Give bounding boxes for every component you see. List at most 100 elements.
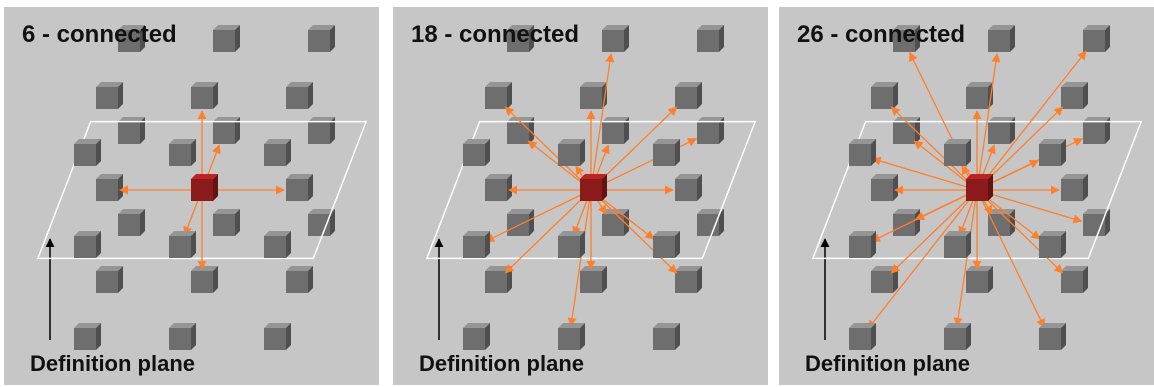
neighbor-voxel bbox=[697, 25, 724, 52]
neighbor-voxel bbox=[1039, 139, 1066, 166]
neighbor-voxel bbox=[1039, 323, 1066, 350]
neighbor-voxel bbox=[213, 209, 240, 236]
neighbor-voxel bbox=[169, 231, 196, 258]
panel-6-connected: 6 - connected Definition plane bbox=[4, 7, 379, 385]
neighbor-voxel bbox=[849, 231, 876, 258]
neighbor-voxel bbox=[944, 323, 971, 350]
neighbor-voxel bbox=[463, 231, 490, 258]
voxel-grid bbox=[871, 25, 1110, 293]
neighbor-voxel bbox=[966, 266, 993, 293]
neighbor-voxel bbox=[653, 139, 680, 166]
definition-plane bbox=[425, 120, 757, 260]
neighbor-voxel bbox=[893, 25, 920, 52]
neighbor-voxel bbox=[74, 139, 101, 166]
neighbor-arrow bbox=[504, 189, 592, 274]
neighbor-voxel bbox=[697, 117, 724, 144]
neighbor-voxel bbox=[485, 174, 512, 201]
neighbor-voxel bbox=[944, 231, 971, 258]
neighbor-voxel bbox=[602, 25, 629, 52]
neighbor-voxel bbox=[96, 266, 123, 293]
neighbor-voxel bbox=[675, 174, 702, 201]
connectivity-arrows bbox=[867, 50, 1087, 330]
neighbor-voxel bbox=[463, 323, 490, 350]
neighbor-voxel bbox=[849, 323, 876, 350]
neighbor-arrow bbox=[890, 106, 978, 191]
neighbor-voxel bbox=[1061, 266, 1088, 293]
neighbor-arrow bbox=[976, 52, 1001, 191]
voxel-grid-front bbox=[74, 139, 291, 350]
neighbor-voxel bbox=[74, 231, 101, 258]
neighbor-voxel bbox=[988, 25, 1015, 52]
neighbor-voxel bbox=[96, 174, 123, 201]
neighbor-voxel bbox=[1061, 82, 1088, 109]
definition-plane bbox=[36, 120, 368, 260]
neighbor-arrow bbox=[870, 189, 978, 242]
neighbor-voxel bbox=[1083, 117, 1110, 144]
neighbor-voxel bbox=[1083, 25, 1110, 52]
neighbor-voxel bbox=[507, 117, 534, 144]
neighbor-arrow bbox=[867, 189, 978, 330]
neighbor-voxel bbox=[507, 209, 534, 236]
voxel-scene-18 bbox=[425, 25, 757, 350]
neighbor-voxel bbox=[871, 82, 898, 109]
panel-title: 6 - connected bbox=[22, 21, 177, 48]
neighbor-voxel bbox=[558, 139, 585, 166]
voxel-grid bbox=[485, 25, 724, 293]
center-voxel bbox=[191, 174, 218, 201]
neighbor-arrow bbox=[871, 156, 978, 191]
neighbor-voxel bbox=[485, 82, 512, 109]
neighbor-voxel bbox=[871, 174, 898, 201]
neighbor-arrow bbox=[976, 189, 1083, 224]
neighbor-arrow bbox=[590, 52, 615, 191]
neighbor-voxel bbox=[264, 323, 291, 350]
neighbor-arrow bbox=[976, 189, 1064, 274]
neighbor-voxel bbox=[558, 231, 585, 258]
neighbor-voxel bbox=[308, 25, 335, 52]
voxel-scene-26 bbox=[811, 25, 1143, 350]
neighbor-voxel bbox=[944, 139, 971, 166]
panel-18-connected: 18 - connected Definition plane bbox=[393, 7, 768, 385]
neighbor-arrow bbox=[976, 50, 1087, 191]
definition-plane bbox=[811, 120, 1143, 260]
neighbor-voxel bbox=[118, 117, 145, 144]
neighbor-voxel bbox=[675, 82, 702, 109]
panel-title: 26 - connected bbox=[797, 21, 966, 48]
neighbor-arrow bbox=[976, 189, 1045, 329]
panel-26-connected: 26 - connected Definition plane bbox=[779, 7, 1154, 385]
neighbor-voxel bbox=[118, 209, 145, 236]
center-voxel bbox=[966, 174, 993, 201]
neighbor-arrow bbox=[504, 106, 592, 191]
neighbor-voxel bbox=[286, 266, 313, 293]
neighbor-arrow bbox=[890, 189, 978, 274]
neighbor-voxel bbox=[169, 139, 196, 166]
neighbor-voxel bbox=[1061, 174, 1088, 201]
neighbor-voxel bbox=[558, 323, 585, 350]
neighbor-arrow bbox=[590, 189, 678, 274]
neighbor-voxel bbox=[191, 266, 218, 293]
neighbor-voxel bbox=[264, 139, 291, 166]
neighbor-voxel bbox=[213, 25, 240, 52]
voxel-grid-front bbox=[463, 139, 680, 350]
voxel-grid bbox=[96, 25, 335, 293]
neighbor-voxel bbox=[988, 209, 1015, 236]
neighbor-voxel bbox=[849, 139, 876, 166]
neighbor-voxel bbox=[191, 82, 218, 109]
neighbor-voxel bbox=[118, 25, 145, 52]
neighbor-voxel bbox=[1039, 231, 1066, 258]
neighbor-voxel bbox=[653, 323, 680, 350]
neighbor-voxel bbox=[602, 117, 629, 144]
neighbor-voxel bbox=[697, 209, 724, 236]
definition-plane-label: Definition plane bbox=[30, 351, 195, 376]
neighbor-voxel bbox=[602, 209, 629, 236]
center-voxel bbox=[580, 174, 607, 201]
neighbor-voxel bbox=[580, 266, 607, 293]
voxel-grid-front bbox=[849, 139, 1066, 350]
neighbor-voxel bbox=[286, 82, 313, 109]
definition-plane-label: Definition plane bbox=[805, 351, 970, 376]
definition-plane-label: Definition plane bbox=[419, 351, 584, 376]
neighbor-voxel bbox=[264, 231, 291, 258]
voxel-scene-6 bbox=[36, 25, 368, 350]
neighbor-voxel bbox=[286, 174, 313, 201]
neighbor-voxel bbox=[96, 82, 123, 109]
neighbor-voxel bbox=[463, 139, 490, 166]
